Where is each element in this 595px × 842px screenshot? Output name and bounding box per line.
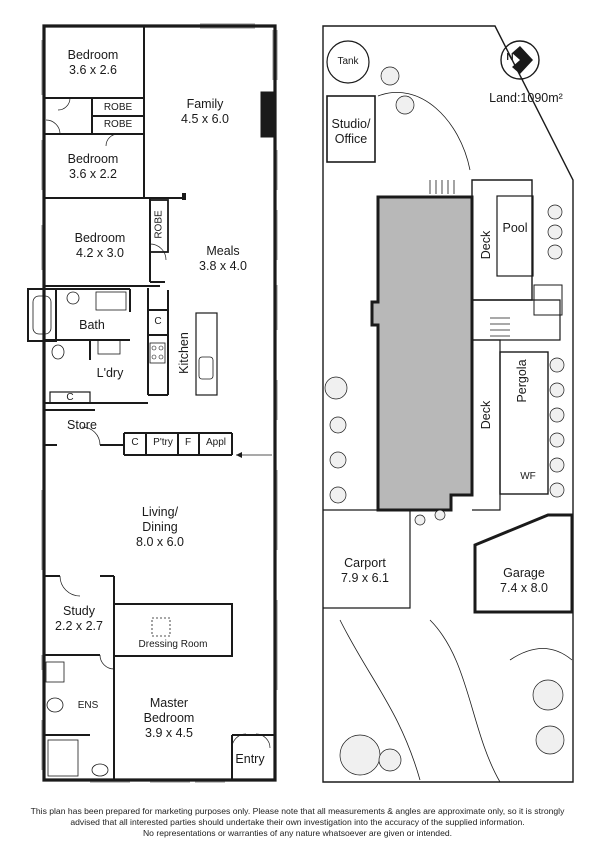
label-wf: WF [520, 471, 536, 482]
house-plan [27, 23, 278, 783]
north-arrow [500, 40, 540, 80]
robe-label-3: ROBE [153, 210, 165, 239]
fireplace [260, 91, 274, 138]
label-pantry: P'try [153, 437, 173, 448]
room-name: Study [63, 604, 95, 618]
room-name: Master [149, 696, 189, 710]
label-ensuite: ENS [77, 700, 99, 711]
site-plan [322, 25, 574, 783]
carport-name: Carport [344, 556, 386, 570]
land-area: Land:1090m² [489, 91, 563, 105]
room-name: Bedroom [74, 231, 126, 245]
room-name-2: Bedroom [143, 711, 195, 725]
north-label: N [506, 52, 514, 63]
tank [326, 40, 370, 84]
disclaimer-line-1: This plan has been prepared for marketin… [30, 806, 565, 816]
disclaimer-line-2: advised that all interested parties shou… [70, 817, 525, 828]
room-size: 3.9 x 4.5 [145, 726, 193, 740]
label-carport: Carport 7.9 x 6.1 [330, 556, 400, 586]
room-size: 8.0 x 6.0 [136, 535, 184, 549]
room-size: 3.6 x 2.6 [69, 63, 117, 77]
carport-size: 7.9 x 6.1 [341, 571, 389, 585]
room-meals: Meals 3.8 x 4.0 [188, 244, 258, 274]
studio-line-2: Office [334, 132, 368, 146]
room-family: Family 4.5 x 6.0 [170, 97, 240, 127]
pergola [499, 351, 549, 495]
room-living-dining: Living/ Dining 8.0 x 6.0 [124, 505, 196, 550]
room-size: 4.2 x 3.0 [76, 246, 124, 260]
label-kitchen: Kitchen [177, 332, 191, 374]
label-fridge: F [184, 437, 192, 448]
label-appliance: Appl [205, 437, 226, 448]
label-pool: Pool [502, 221, 528, 235]
label-tank: Tank [337, 56, 359, 67]
house-outer-wall [42, 24, 277, 782]
room-name: Meals [206, 244, 240, 258]
pool [496, 195, 534, 277]
room-bedroom-1: Bedroom 3.6 x 2.6 [58, 48, 128, 78]
disclaimer-line-3: No representations or warranties of any … [142, 828, 453, 839]
room-name-2: Dining [142, 520, 178, 534]
robe-label-2: ROBE [103, 119, 133, 130]
label-cupboard-3: C [131, 437, 139, 448]
label-entry: Entry [235, 752, 265, 766]
room-study: Study 2.2 x 2.7 [48, 604, 110, 634]
label-pergola: Pergola [515, 359, 529, 403]
label-cupboard-1: C [154, 316, 162, 327]
room-name: Family [186, 97, 224, 111]
garage [473, 513, 574, 614]
windows [41, 23, 278, 783]
room-name: Living/ [141, 505, 179, 519]
room-size: 3.8 x 4.0 [199, 259, 247, 273]
label-deck-1: Deck [479, 230, 493, 260]
house-footprint [370, 195, 474, 512]
room-master-bedroom: Master Bedroom 3.9 x 4.5 [134, 696, 204, 741]
label-bath: Bath [79, 318, 105, 332]
room-bedroom-3: Bedroom 4.2 x 3.0 [62, 231, 138, 261]
label-dressing-room: Dressing Room [138, 639, 208, 650]
label-garage: Garage 7.4 x 8.0 [486, 566, 562, 596]
label-store: Store [67, 418, 97, 432]
label-deck-2: Deck [479, 400, 493, 430]
studio-line-1: Studio/ [331, 117, 371, 131]
kitchen-island [195, 312, 218, 396]
robe-label-1: ROBE [103, 102, 133, 113]
boundary [322, 25, 574, 783]
label-cupboard-2: C [66, 392, 74, 403]
room-bedroom-2: Bedroom 3.6 x 2.2 [58, 152, 128, 182]
carport [323, 509, 411, 609]
disclaimer: This plan has been prepared for marketin… [0, 806, 595, 840]
room-size: 4.5 x 6.0 [181, 112, 229, 126]
room-name: Bedroom [67, 152, 119, 166]
garage-name: Garage [503, 566, 545, 580]
studio [326, 95, 376, 163]
room-size: 3.6 x 2.2 [69, 167, 117, 181]
room-name: Bedroom [67, 48, 119, 62]
label-laundry: L'dry [96, 366, 124, 380]
label-studio-office: Studio/ Office [327, 117, 375, 147]
room-size: 2.2 x 2.7 [55, 619, 103, 633]
garage-size: 7.4 x 8.0 [500, 581, 548, 595]
